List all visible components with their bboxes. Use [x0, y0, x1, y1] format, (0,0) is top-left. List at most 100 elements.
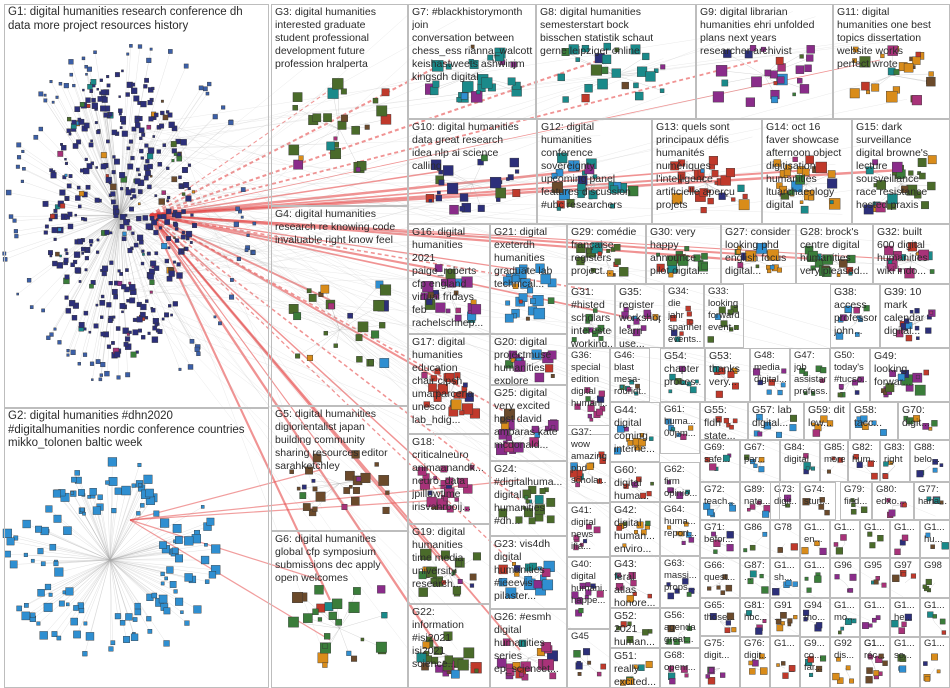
group-label-g17: G17: digital humanities education chair … — [412, 336, 474, 426]
graph-node — [100, 362, 106, 368]
graph-edge — [339, 329, 385, 364]
cross-edge — [154, 232, 538, 260]
graph-edge — [119, 138, 142, 216]
graph-edge — [339, 329, 371, 363]
cross-edge — [157, 145, 862, 279]
group-label-g87: G87: ... — [744, 560, 765, 583]
graph-node — [176, 262, 181, 267]
graph-edge — [60, 203, 121, 216]
graph-node — [154, 322, 159, 327]
group-label-g2: G2: digital humanities #dhn2020 #digital… — [8, 410, 245, 449]
graph-edge — [72, 214, 121, 265]
cross-edge — [130, 16, 816, 219]
graph-edge — [119, 154, 176, 216]
graph-node — [139, 136, 143, 141]
graph-node — [99, 299, 106, 306]
graph-node — [246, 233, 250, 237]
graph-edge — [67, 214, 121, 356]
graph-node — [150, 307, 156, 313]
graph-node — [136, 167, 140, 172]
graph-edge — [66, 214, 121, 298]
group-box-g75: G75: digit... — [700, 636, 740, 688]
group-label-g67: G67: par... — [744, 442, 766, 465]
graph-node — [244, 248, 249, 252]
cross-edge — [135, 226, 315, 401]
group-label-g68: G68: openr... — [664, 650, 696, 673]
graph-node — [100, 331, 106, 337]
graph-node — [72, 259, 78, 265]
graph-node — [89, 361, 95, 366]
graph-edge — [55, 559, 111, 562]
graph-edge — [331, 306, 340, 331]
graph-node — [141, 132, 146, 137]
graph-node — [111, 341, 115, 345]
graph-node — [64, 214, 70, 220]
group-box-g29: G29: comédie française registers project… — [567, 224, 646, 284]
group-label-g13: G13: quels sont principaux défis humanit… — [656, 121, 735, 211]
group-label-g37: G37: wow amazing phd scholar... — [571, 427, 607, 486]
graph-node — [49, 168, 53, 173]
cross-edge — [149, 59, 601, 216]
cross-edge — [156, 52, 324, 188]
graph-node — [228, 119, 234, 126]
graph-edge — [119, 181, 138, 216]
graph-node — [132, 194, 137, 199]
cross-edge — [149, 214, 521, 501]
group-box-g1k: G1... — [800, 558, 830, 598]
cross-edge — [143, 180, 644, 186]
graph-node — [112, 155, 116, 159]
group-label-g90: G9... co... far... — [804, 638, 825, 673]
cross-edge — [152, 186, 931, 246]
graph-node — [189, 241, 193, 244]
graph-edge — [100, 214, 121, 380]
graph-node — [68, 174, 73, 179]
group-label-g82: G82: hum... — [852, 442, 877, 465]
graph-node — [235, 206, 240, 212]
group-box-g24: G24: #digitalhuma... digital humanities … — [490, 461, 567, 536]
graph-node — [15, 164, 20, 169]
graph-node — [176, 272, 183, 279]
graph-node — [89, 89, 94, 93]
graph-node — [140, 156, 144, 160]
graph-edge — [891, 75, 931, 82]
cross-edge — [162, 87, 344, 217]
graph-node — [155, 328, 160, 333]
graph-edge — [28, 214, 121, 281]
graph-edge — [434, 75, 473, 92]
group-box-g6: G6: digital humanities global cfp sympos… — [271, 531, 408, 688]
graph-node — [134, 118, 140, 123]
graph-node — [238, 209, 242, 214]
cross-edge — [149, 214, 441, 481]
cross-edge — [131, 10, 474, 200]
group-label-g1b: G1... — [834, 522, 855, 533]
graph-edge — [109, 559, 164, 600]
graph-node — [109, 231, 113, 235]
group-label-g70: G70: digit... — [902, 404, 931, 429]
graph-node — [88, 330, 92, 334]
graph-edge — [62, 192, 121, 216]
group-label-g86: G86 — [744, 522, 762, 533]
graph-edge — [314, 483, 340, 490]
graph-node — [117, 269, 121, 273]
graph-node — [191, 190, 195, 194]
graph-node — [57, 227, 62, 232]
graph-node — [26, 278, 32, 283]
group-label-g1d: G1... — [894, 522, 915, 533]
graph-node — [124, 336, 131, 342]
graph-node — [65, 198, 68, 201]
graph-edge — [109, 559, 112, 649]
graph-edge — [471, 57, 491, 76]
graph-node — [64, 295, 69, 300]
group-label-g63: G63: massi... props... — [664, 558, 697, 593]
graph-node — [152, 135, 156, 138]
group-label-g39: G39: 10 mark calendar digital... — [884, 286, 925, 337]
group-label-g1e: G1... hu... — [924, 522, 945, 545]
graph-edge — [109, 513, 157, 561]
group-label-g28: G28: brock's centre digital humanities v… — [800, 226, 869, 277]
group-box-g46: G46: blast mesa- rouridt... — [610, 348, 650, 402]
group-box-g62: G62: firm opinio... — [660, 462, 700, 502]
graph-edge — [38, 529, 111, 561]
group-label-g47: G47: job assistant profess... — [794, 350, 827, 397]
group-box-g51: G51: really excited... — [610, 648, 660, 688]
graph-node — [113, 158, 120, 165]
